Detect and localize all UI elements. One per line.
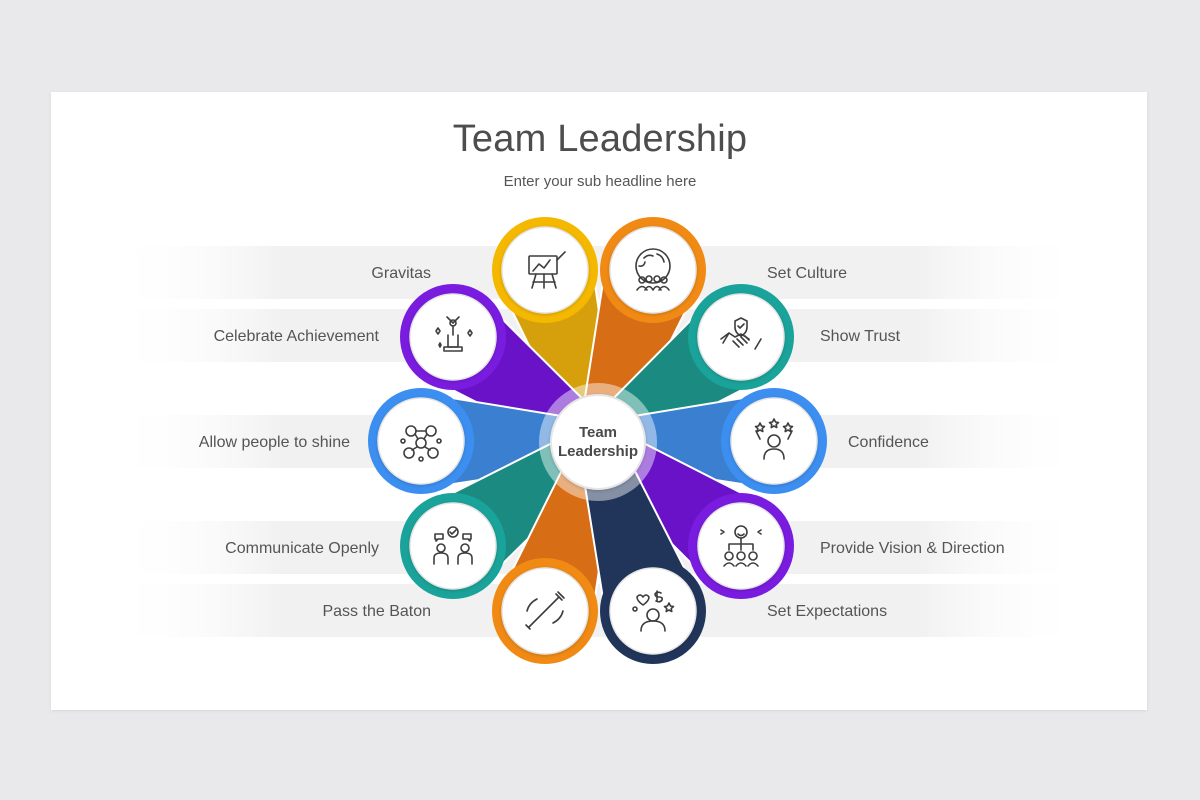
page-subtitle: Enter your sub headline here — [503, 173, 697, 190]
label-set-expectations: Set Expectations — [767, 603, 887, 620]
people-conversation-node — [400, 493, 506, 599]
node-disc-2 — [409, 293, 497, 381]
page-title: Team Leadership — [452, 118, 748, 160]
baton-icon — [525, 591, 565, 630]
label-show-trust: Show Trust — [820, 328, 901, 345]
circles — [368, 217, 827, 664]
label-communicate-openly: Communicate Openly — [225, 540, 379, 557]
globe-people-node — [600, 217, 706, 323]
label-celebrate-achievement: Celebrate Achievement — [214, 328, 380, 345]
baton-node — [492, 558, 598, 664]
handshake-shield-node — [688, 284, 794, 390]
handshake-shield-icon — [720, 317, 762, 350]
label-set-culture: Set Culture — [767, 265, 847, 282]
center-label-line1: Team — [579, 424, 617, 441]
label-provide-vision: Provide Vision & Direction — [820, 540, 1005, 557]
node-disc-6 — [409, 502, 497, 590]
org-hierarchy-node — [688, 493, 794, 599]
easel-chart-icon — [528, 251, 566, 289]
easel-chart-node — [492, 217, 598, 323]
center-hub: Team Leadership — [539, 383, 657, 501]
globe-people-icon — [635, 248, 671, 291]
label-confidence: Confidence — [848, 434, 929, 451]
people-conversation-icon — [433, 526, 473, 565]
labels: Gravitas Set Culture Celebrate Achieveme… — [199, 265, 1005, 620]
label-allow-people-to-shine: Allow people to shine — [199, 434, 350, 451]
node-disc-5 — [730, 397, 818, 485]
node-disc-1 — [609, 226, 697, 314]
trophy-winner-icon — [435, 316, 473, 352]
org-hierarchy-icon — [720, 525, 762, 567]
node-disc-9 — [609, 567, 697, 655]
node-disc-0 — [501, 226, 589, 314]
network-people-icon — [400, 425, 442, 462]
person-stars-node — [721, 388, 827, 494]
person-stars-icon — [754, 418, 794, 460]
thinking-person-node — [600, 558, 706, 664]
trophy-winner-node — [400, 284, 506, 390]
node-disc-4 — [377, 397, 465, 485]
thinking-person-icon — [632, 590, 675, 632]
label-gravitas: Gravitas — [371, 265, 431, 282]
label-pass-the-baton: Pass the Baton — [322, 603, 431, 620]
center-label-line2: Leadership — [558, 443, 638, 460]
network-people-node — [368, 388, 474, 494]
